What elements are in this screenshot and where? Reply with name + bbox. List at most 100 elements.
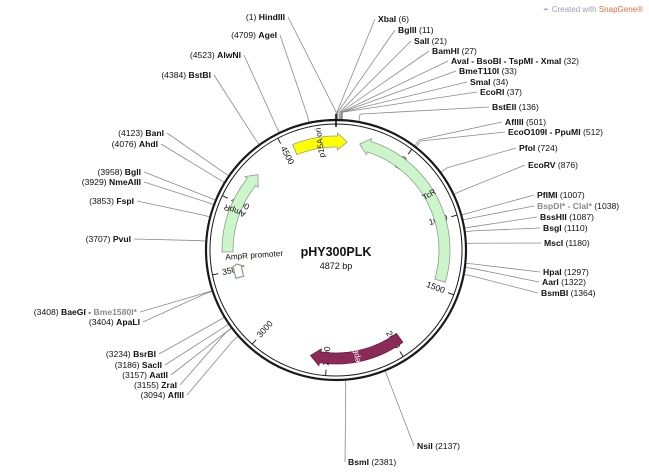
site-label: (1) HindIII xyxy=(246,12,285,22)
credit-prefix: Created with xyxy=(551,5,599,14)
site-position: (1180) xyxy=(563,238,590,248)
site-position: (1) xyxy=(246,12,259,22)
site-name: FspI xyxy=(116,196,134,206)
site-position: (1322) xyxy=(559,277,586,287)
site-leader xyxy=(243,54,280,134)
site-name: SacII xyxy=(142,360,162,370)
site-leader xyxy=(413,121,503,147)
site-name: AhdI xyxy=(139,139,158,149)
site-leader xyxy=(133,238,207,242)
site-label: BsmI (2381) xyxy=(348,457,396,467)
site-name: BspDI* - ClaI* xyxy=(537,201,593,211)
plasmid-backbone xyxy=(204,114,468,382)
site-name-ambiguous: Bme1580I* xyxy=(94,307,138,317)
site-name: PfoI xyxy=(519,143,535,153)
site-label: (3157) AatII xyxy=(122,370,168,380)
site-name: BsmBI xyxy=(541,288,568,298)
site-label: EcoRV (876) xyxy=(528,160,578,170)
site-name: AatII xyxy=(149,370,168,380)
site-name: AflIII xyxy=(505,117,524,127)
site-leader xyxy=(166,132,230,177)
site-label: HpaI (1297) xyxy=(543,267,589,277)
site-name: EcoRV xyxy=(528,160,556,170)
site-label: PfoI (724) xyxy=(519,143,558,153)
feature-label-p15a-ori: p15A ori xyxy=(314,127,327,158)
site-label: EcoRI (37) xyxy=(480,87,522,97)
site-leader xyxy=(139,290,213,313)
site-label: BsmBI (1364) xyxy=(541,288,596,298)
plasmid-name: pHY300PLK xyxy=(301,245,372,259)
site-position: (37) xyxy=(504,87,522,97)
site-leader xyxy=(336,18,376,121)
site-position: (4123) xyxy=(118,128,145,138)
site-position: (2381) xyxy=(369,457,396,467)
site-name: BglI xyxy=(125,167,141,177)
site-leader xyxy=(142,290,213,323)
site-position: (11) xyxy=(417,25,434,35)
site-name: AlwNI xyxy=(217,50,241,60)
site-label: (3094) AflII xyxy=(141,390,184,400)
site-position: (3157) xyxy=(122,370,149,380)
site-name: NsiI xyxy=(417,441,433,451)
site-name: BamHI xyxy=(432,46,459,56)
site-name: PflMI xyxy=(537,190,558,200)
plasmid-length: 4872 bp xyxy=(320,261,353,271)
site-leader xyxy=(440,147,517,173)
site-leader xyxy=(464,227,541,233)
site-name: SmaI xyxy=(470,77,491,87)
site-leader xyxy=(384,370,415,447)
site-leader xyxy=(170,327,233,376)
site-name: PvuI xyxy=(113,234,131,244)
site-position: (1297) xyxy=(562,267,589,277)
site-position: (876) xyxy=(556,160,579,170)
site-label: BmeT110I (33) xyxy=(459,66,517,76)
site-label: (3234) BsrBI xyxy=(106,349,156,359)
feature-label-ampr-promoter: AmpR promoter xyxy=(225,249,284,262)
site-leader xyxy=(143,171,217,201)
ruler-tick xyxy=(451,214,458,218)
site-label: AarI (1322) xyxy=(542,277,586,287)
site-leader xyxy=(339,40,412,121)
site-name: EcoRI xyxy=(480,87,504,97)
site-name: AarI xyxy=(542,277,559,287)
snapgene-credit: ⌁Created with SnapGene® xyxy=(543,4,643,15)
feature-label-repb: repB xyxy=(350,347,362,366)
site-label: BamHI (27) xyxy=(432,46,477,56)
site-label: BglII (11) xyxy=(398,25,434,35)
site-label: (4709) AgeI xyxy=(231,30,277,40)
site-position: (1110) xyxy=(562,223,588,233)
site-leader xyxy=(213,74,260,146)
site-name: BsrBI xyxy=(133,349,156,359)
site-leader xyxy=(464,266,540,283)
site-name: AflII xyxy=(168,390,184,400)
site-position: (1087) xyxy=(567,212,594,222)
site-position: (3853) xyxy=(89,196,116,206)
site-label: (4523) AlwNI xyxy=(190,50,241,60)
site-position: (32) xyxy=(561,56,579,66)
ruler-tick-label: 3000 xyxy=(255,318,275,339)
site-label: (4123) BanI xyxy=(118,128,164,138)
site-label: BstEII (136) xyxy=(492,102,539,112)
site-name: EcoO109I - PpuMI xyxy=(508,127,581,137)
site-label: (4076) AhdI xyxy=(112,139,158,149)
site-name: AgeI xyxy=(258,30,277,40)
site-leader xyxy=(179,327,233,386)
site-position: (4709) xyxy=(231,30,258,40)
site-position: (6) xyxy=(396,14,409,24)
site-leader xyxy=(453,164,526,195)
site-name: HindIII xyxy=(259,12,285,22)
site-leader xyxy=(164,323,230,366)
site-name: BmeT110I xyxy=(459,66,499,76)
site-label: BssHII (1087) xyxy=(540,212,594,222)
site-name: AvaI - BsoBI - TspMI - XmaI xyxy=(451,56,561,66)
site-leader xyxy=(340,50,430,121)
site-position: (3234) xyxy=(106,349,133,359)
site-leader xyxy=(461,194,535,216)
site-position: (34) xyxy=(491,77,509,87)
site-name: BstEII xyxy=(492,102,516,112)
site-leader xyxy=(341,91,478,121)
site-name: BanI xyxy=(145,128,164,138)
site-position: (1038) xyxy=(592,201,619,211)
